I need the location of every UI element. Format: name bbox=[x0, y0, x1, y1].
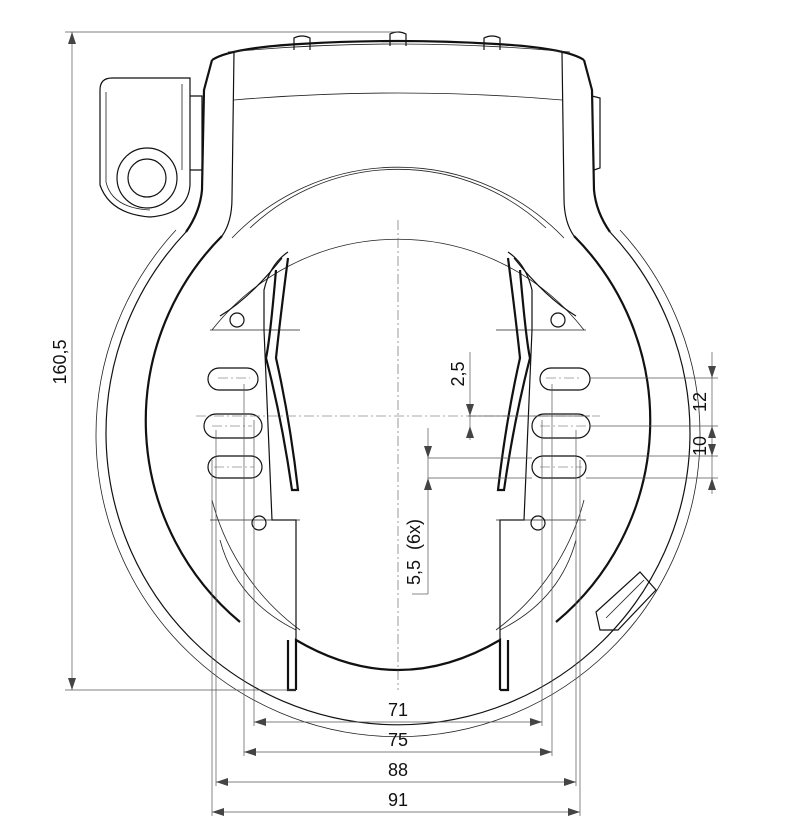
label-overall-height: 160,5 bbox=[50, 339, 70, 384]
extension-lines bbox=[65, 31, 718, 816]
screw-hole bbox=[550, 312, 566, 328]
screw-hole bbox=[229, 312, 245, 328]
label-hole-spec: 5,5 (6x) bbox=[404, 519, 424, 585]
label-width-88: 88 bbox=[388, 760, 408, 780]
dimension-labels: 160,5 2,5 12 10 5,5 (6x) 71 75 88 91 bbox=[50, 339, 710, 810]
screw-holes bbox=[229, 312, 566, 531]
dimension-lines bbox=[68, 32, 716, 816]
slot-left-top bbox=[207, 367, 259, 391]
label-slot-spacing-2-5: 2,5 bbox=[448, 361, 468, 386]
screw-hole bbox=[530, 515, 546, 531]
mounting-bracket bbox=[99, 77, 203, 218]
key-cap bbox=[595, 571, 657, 631]
screw-hole bbox=[251, 515, 267, 531]
label-width-75: 75 bbox=[388, 730, 408, 750]
outer-ring bbox=[95, 166, 701, 738]
slot-left-middle bbox=[203, 413, 263, 439]
slot-right-top bbox=[539, 367, 591, 391]
lock-housing bbox=[185, 31, 611, 237]
label-slot-spacing-10: 10 bbox=[690, 436, 710, 456]
label-width-71: 71 bbox=[388, 700, 408, 720]
label-width-91: 91 bbox=[388, 790, 408, 810]
mounting-slots bbox=[203, 367, 591, 479]
center-lines bbox=[196, 220, 600, 690]
label-slot-spacing-12: 12 bbox=[690, 392, 710, 412]
slot-left-bottom bbox=[207, 455, 263, 479]
slot-right-bottom bbox=[531, 455, 587, 479]
